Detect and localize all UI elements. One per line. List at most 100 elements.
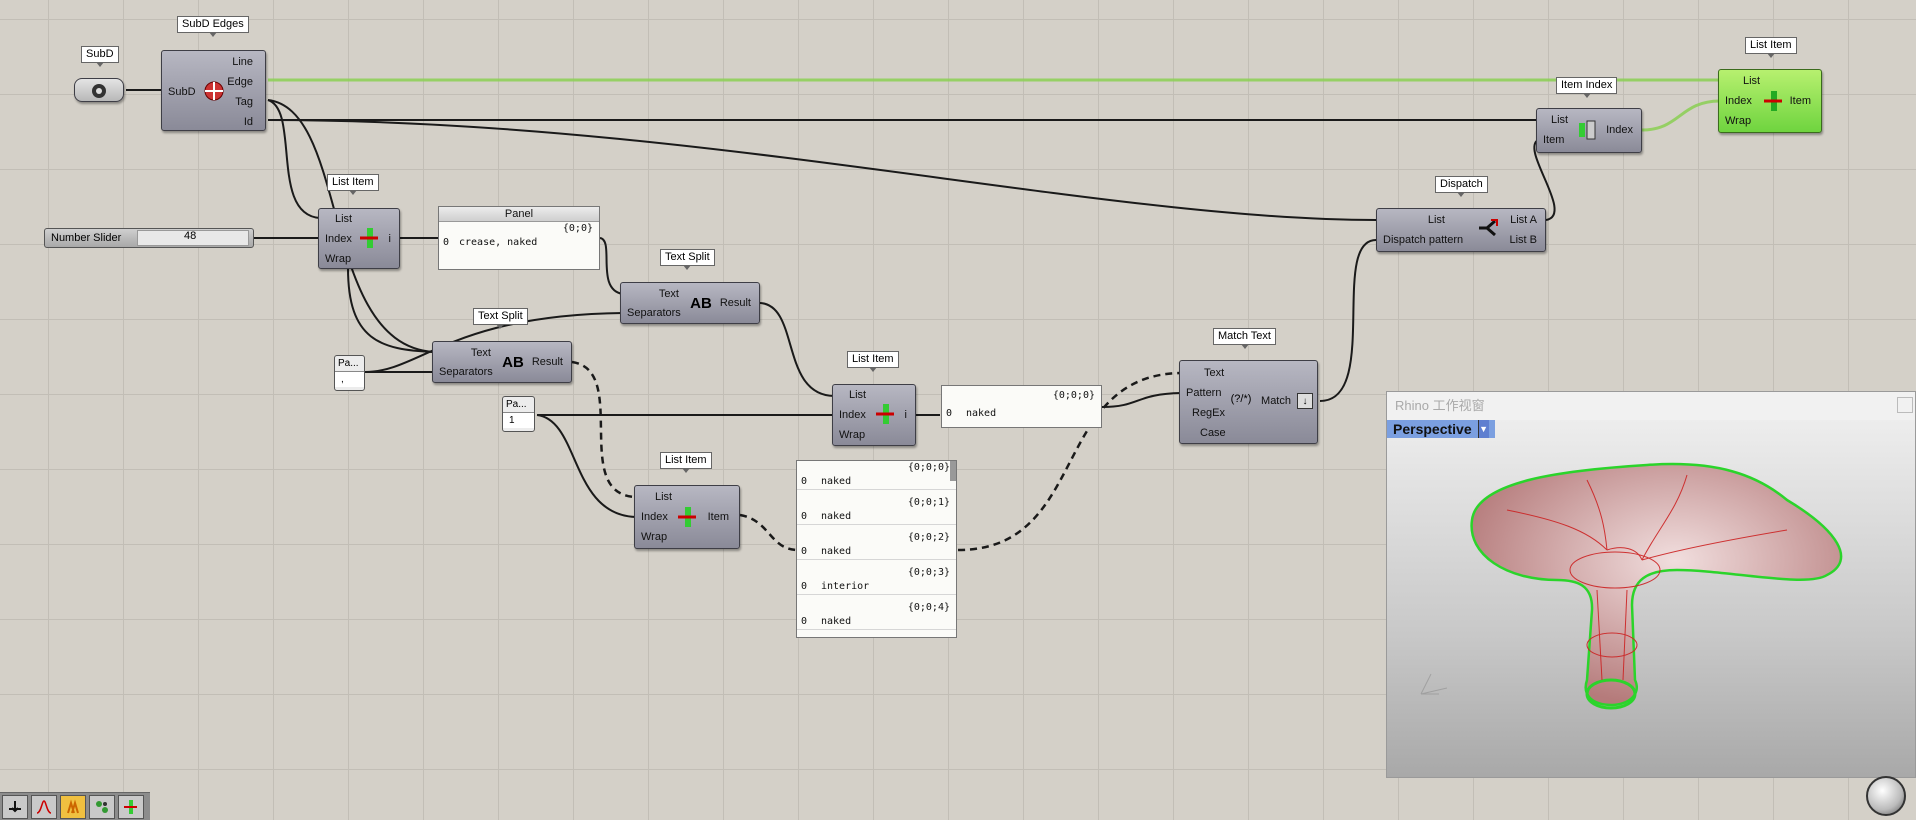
tag-subd-edges: SubD Edges (177, 16, 249, 37)
viewport-view[interactable]: Perspective ▼ (1387, 420, 1915, 777)
view-name-tab[interactable]: Perspective ▼ (1387, 420, 1495, 438)
output-line[interactable]: Line (232, 56, 253, 68)
output-i[interactable]: i (904, 409, 907, 421)
input-wrap[interactable]: Wrap (839, 429, 866, 441)
output-item[interactable]: Item (1789, 95, 1811, 107)
wire-tag-list1[interactable] (267, 99, 321, 219)
slider-track[interactable]: 48 (137, 230, 249, 246)
output-item[interactable]: Item (707, 511, 729, 523)
arrow-down-icon[interactable]: ↓ (1297, 393, 1313, 409)
input-separators[interactable]: Separators (627, 307, 681, 319)
text-split-icon: AB (690, 294, 712, 312)
tag-list-item-2: List Item (847, 351, 899, 372)
chevron-down-icon[interactable]: ▼ (1477, 420, 1489, 438)
list-item-icon (359, 227, 381, 249)
output-list-a[interactable]: List A (1510, 214, 1537, 226)
param-pa-2[interactable]: Pa... 1 (502, 396, 535, 432)
output-index[interactable]: Index (1606, 124, 1633, 136)
input-list[interactable]: List (655, 491, 673, 503)
wire-listpanel-match[interactable] (957, 371, 1182, 552)
wire-split2-li3[interactable] (571, 360, 637, 499)
subd-edges-component[interactable]: SubD Line Edge Tag Id (161, 50, 266, 131)
list-item-3-component[interactable]: List Index Wrap Item (634, 485, 740, 549)
input-case[interactable]: Case (1200, 427, 1226, 439)
input-text[interactable]: Text (470, 347, 491, 359)
graph-icon[interactable] (31, 795, 57, 819)
input-index[interactable]: Index (325, 233, 352, 245)
bake-icon[interactable] (2, 795, 28, 819)
panel-2-path: {0;0;0} (1052, 390, 1095, 401)
input-regex[interactable]: RegEx (1192, 407, 1226, 419)
rhino-viewport-window[interactable]: Rhino 工作视窗 Perspective ▼ (1386, 391, 1916, 778)
input-index[interactable]: Index (1725, 95, 1752, 107)
output-i[interactable]: i (388, 233, 391, 245)
input-dispatch-pattern[interactable]: Dispatch pattern (1383, 234, 1464, 246)
input-list[interactable]: List (335, 213, 353, 225)
input-list[interactable]: List (1743, 75, 1761, 87)
list-item-1-component[interactable]: List Index Wrap i (318, 208, 400, 269)
wire-pa2-li3[interactable] (536, 414, 637, 518)
cluster-icon[interactable] (89, 795, 115, 819)
input-separators[interactable]: Separators (439, 366, 493, 378)
match-text-component[interactable]: Text Pattern RegEx Case (?/*) Match ↓ (1179, 360, 1318, 444)
output-list-b[interactable]: List B (1509, 234, 1537, 246)
input-wrap[interactable]: Wrap (325, 253, 352, 265)
input-item[interactable]: Item (1543, 134, 1565, 146)
tag-item-index: Item Index (1556, 77, 1618, 98)
wire-index-list4[interactable] (1641, 99, 1721, 132)
wire-li1-split2[interactable] (347, 267, 435, 353)
wire-panel-split1[interactable] (599, 237, 624, 295)
output-id[interactable]: Id (243, 116, 253, 128)
item-index-icon (1577, 119, 1599, 141)
output-result[interactable]: Result (531, 356, 563, 368)
axis-icon (1417, 670, 1453, 696)
input-wrap[interactable]: Wrap (1725, 115, 1752, 127)
preview-sphere-icon[interactable] (1866, 776, 1906, 816)
text-split-1-component[interactable]: Text Separators AB Result (620, 282, 760, 324)
wire-dispatch-itemindex[interactable] (1533, 139, 1556, 221)
output-tag[interactable]: Tag (235, 96, 253, 108)
tag-list-item-4: List Item (1745, 37, 1797, 58)
list-item-icon (1763, 90, 1785, 112)
text-split-2-component[interactable]: Text Separators AB Result (432, 341, 572, 383)
subd-param[interactable] (74, 78, 124, 102)
subd-model-render (1470, 462, 1843, 710)
input-list[interactable]: List (1427, 214, 1445, 226)
pa-2-value: 1 (503, 413, 534, 428)
dispatch-component[interactable]: List Dispatch pattern List A List B (1376, 208, 1546, 252)
wire-split1-li2[interactable] (759, 302, 835, 397)
output-result[interactable]: Result (719, 297, 751, 309)
list-panel-index-2: 0 (801, 546, 808, 557)
input-index[interactable]: Index (641, 511, 668, 523)
subd-icon (89, 81, 109, 101)
wire-panel2-match[interactable] (1101, 392, 1182, 408)
match-text-icon: (?/*) (1230, 393, 1252, 405)
input-subd[interactable]: SubD (168, 86, 196, 98)
wire-match-dispatch[interactable] (1319, 239, 1377, 402)
input-list[interactable]: List (849, 389, 867, 401)
item-index-component[interactable]: List Item Index (1536, 108, 1642, 153)
input-text[interactable]: Text (1204, 367, 1225, 379)
input-text[interactable]: Text (658, 288, 679, 300)
wire-id-dispatch[interactable] (267, 119, 1377, 221)
input-wrap[interactable]: Wrap (641, 531, 668, 543)
list-panel-scrollbar[interactable] (950, 461, 956, 481)
param-pa-1[interactable]: Pa... , (334, 355, 365, 391)
close-icon[interactable] (1897, 397, 1913, 413)
view-name: Perspective (1393, 421, 1472, 437)
list-item-icon[interactable] (118, 795, 144, 819)
wire-li3-listpanel[interactable] (739, 513, 799, 552)
list-item-4-component[interactable]: List Index Wrap Item (1718, 69, 1822, 133)
input-pattern[interactable]: Pattern (1186, 387, 1222, 399)
input-index[interactable]: Index (839, 409, 866, 421)
output-match[interactable]: Match (1261, 395, 1291, 407)
list-item-2-component[interactable]: List Index Wrap i (832, 384, 916, 446)
number-slider[interactable]: Number Slider 48 (44, 228, 254, 248)
input-list[interactable]: List (1551, 114, 1569, 126)
fire-icon[interactable] (60, 795, 86, 819)
output-edge[interactable]: Edge (227, 76, 253, 88)
